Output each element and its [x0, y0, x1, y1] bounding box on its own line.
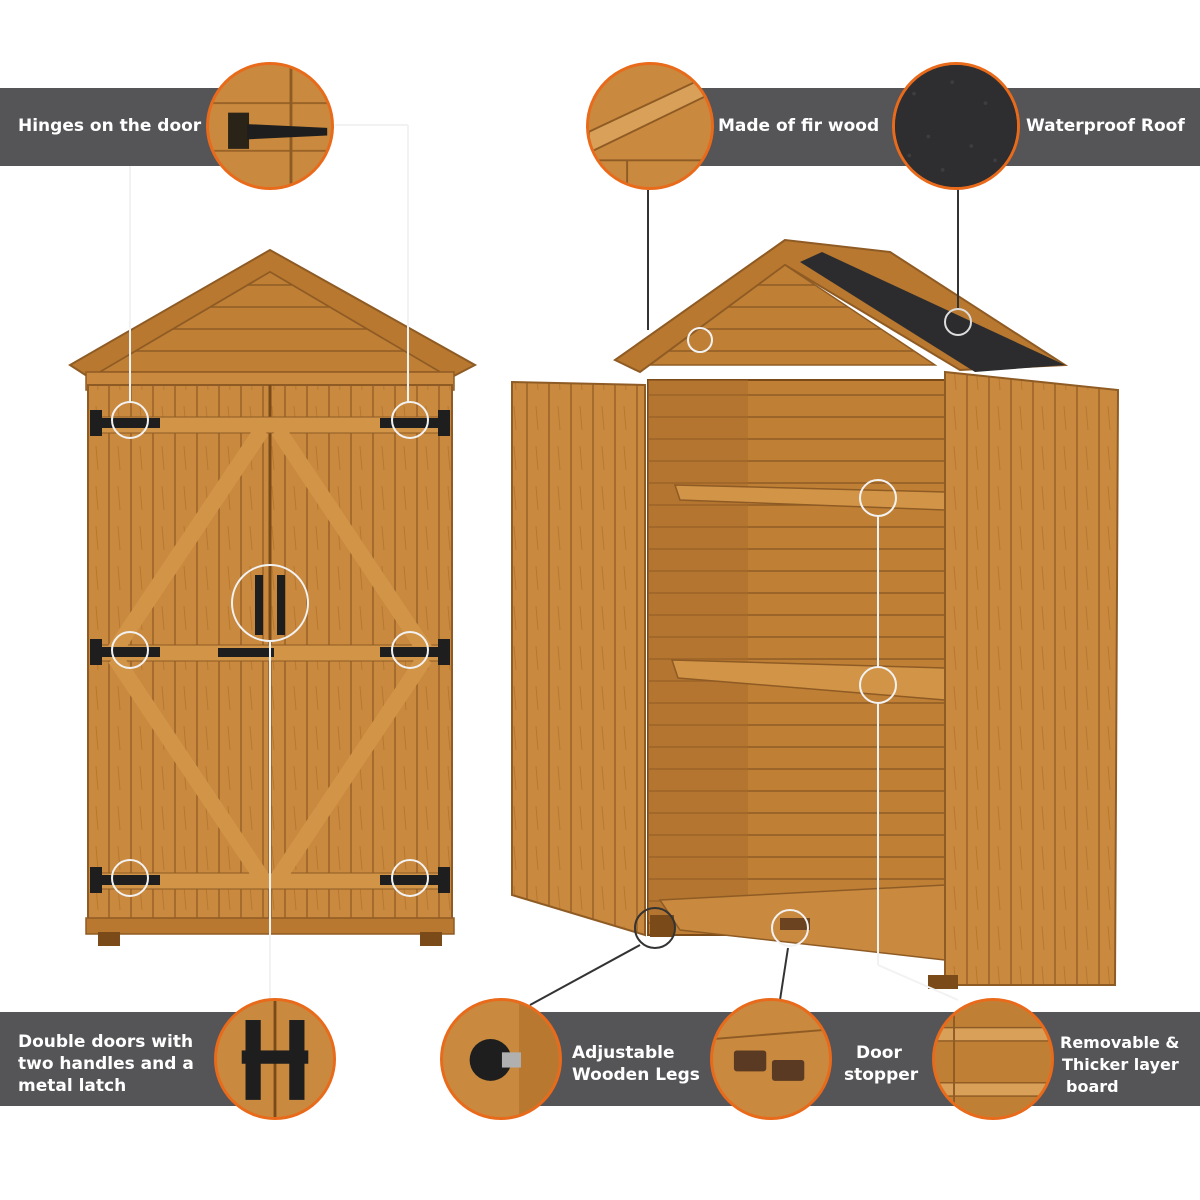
label-fir-wood: Made of fir wood [718, 116, 880, 136]
zoom-shelf-board [932, 998, 1054, 1120]
zoom-hinge [206, 62, 334, 190]
marker-hinge-top-right [391, 401, 429, 439]
marker-hinge-bottom-right [391, 859, 429, 897]
marker-shelf-top [859, 479, 897, 517]
label-board-line3: board [1066, 1077, 1119, 1096]
label-roof: Waterproof Roof [1026, 116, 1185, 136]
zoom-door-stopper [710, 998, 832, 1120]
label-stopper-line2: stopper [844, 1065, 919, 1085]
label-doors-line2: two handles and a [18, 1054, 194, 1074]
zoom-roof [892, 62, 1020, 190]
label-legs-line1: Adjustable [572, 1043, 675, 1063]
label-board-line1: Removable & [1060, 1033, 1180, 1052]
zoom-handles [214, 998, 336, 1120]
label-band-legs-stopper-board [520, 1012, 1200, 1106]
marker-door-stopper [771, 909, 809, 947]
marker-roof [944, 308, 972, 336]
marker-hinge-top-left [111, 401, 149, 439]
zoom-legs [440, 998, 562, 1120]
label-doors-line1: Double doors with [18, 1032, 194, 1052]
marker-handles [231, 564, 309, 642]
label-board-line2: Thicker layer [1062, 1055, 1179, 1074]
label-legs-line2: Wooden Legs [572, 1065, 700, 1085]
marker-hinge-bottom-left [111, 859, 149, 897]
label-stopper-line1: Door [856, 1043, 902, 1063]
label-hinges: Hinges on the door [18, 116, 202, 136]
marker-hinge-mid-left [111, 631, 149, 669]
label-doors-line3: metal latch [18, 1076, 127, 1096]
marker-shelf-bottom [859, 666, 897, 704]
marker-hinge-mid-right [391, 631, 429, 669]
marker-fir-wood [687, 327, 713, 353]
zoom-fir-wood [586, 62, 714, 190]
marker-legs [634, 907, 676, 949]
open-shed [511, 238, 1120, 989]
